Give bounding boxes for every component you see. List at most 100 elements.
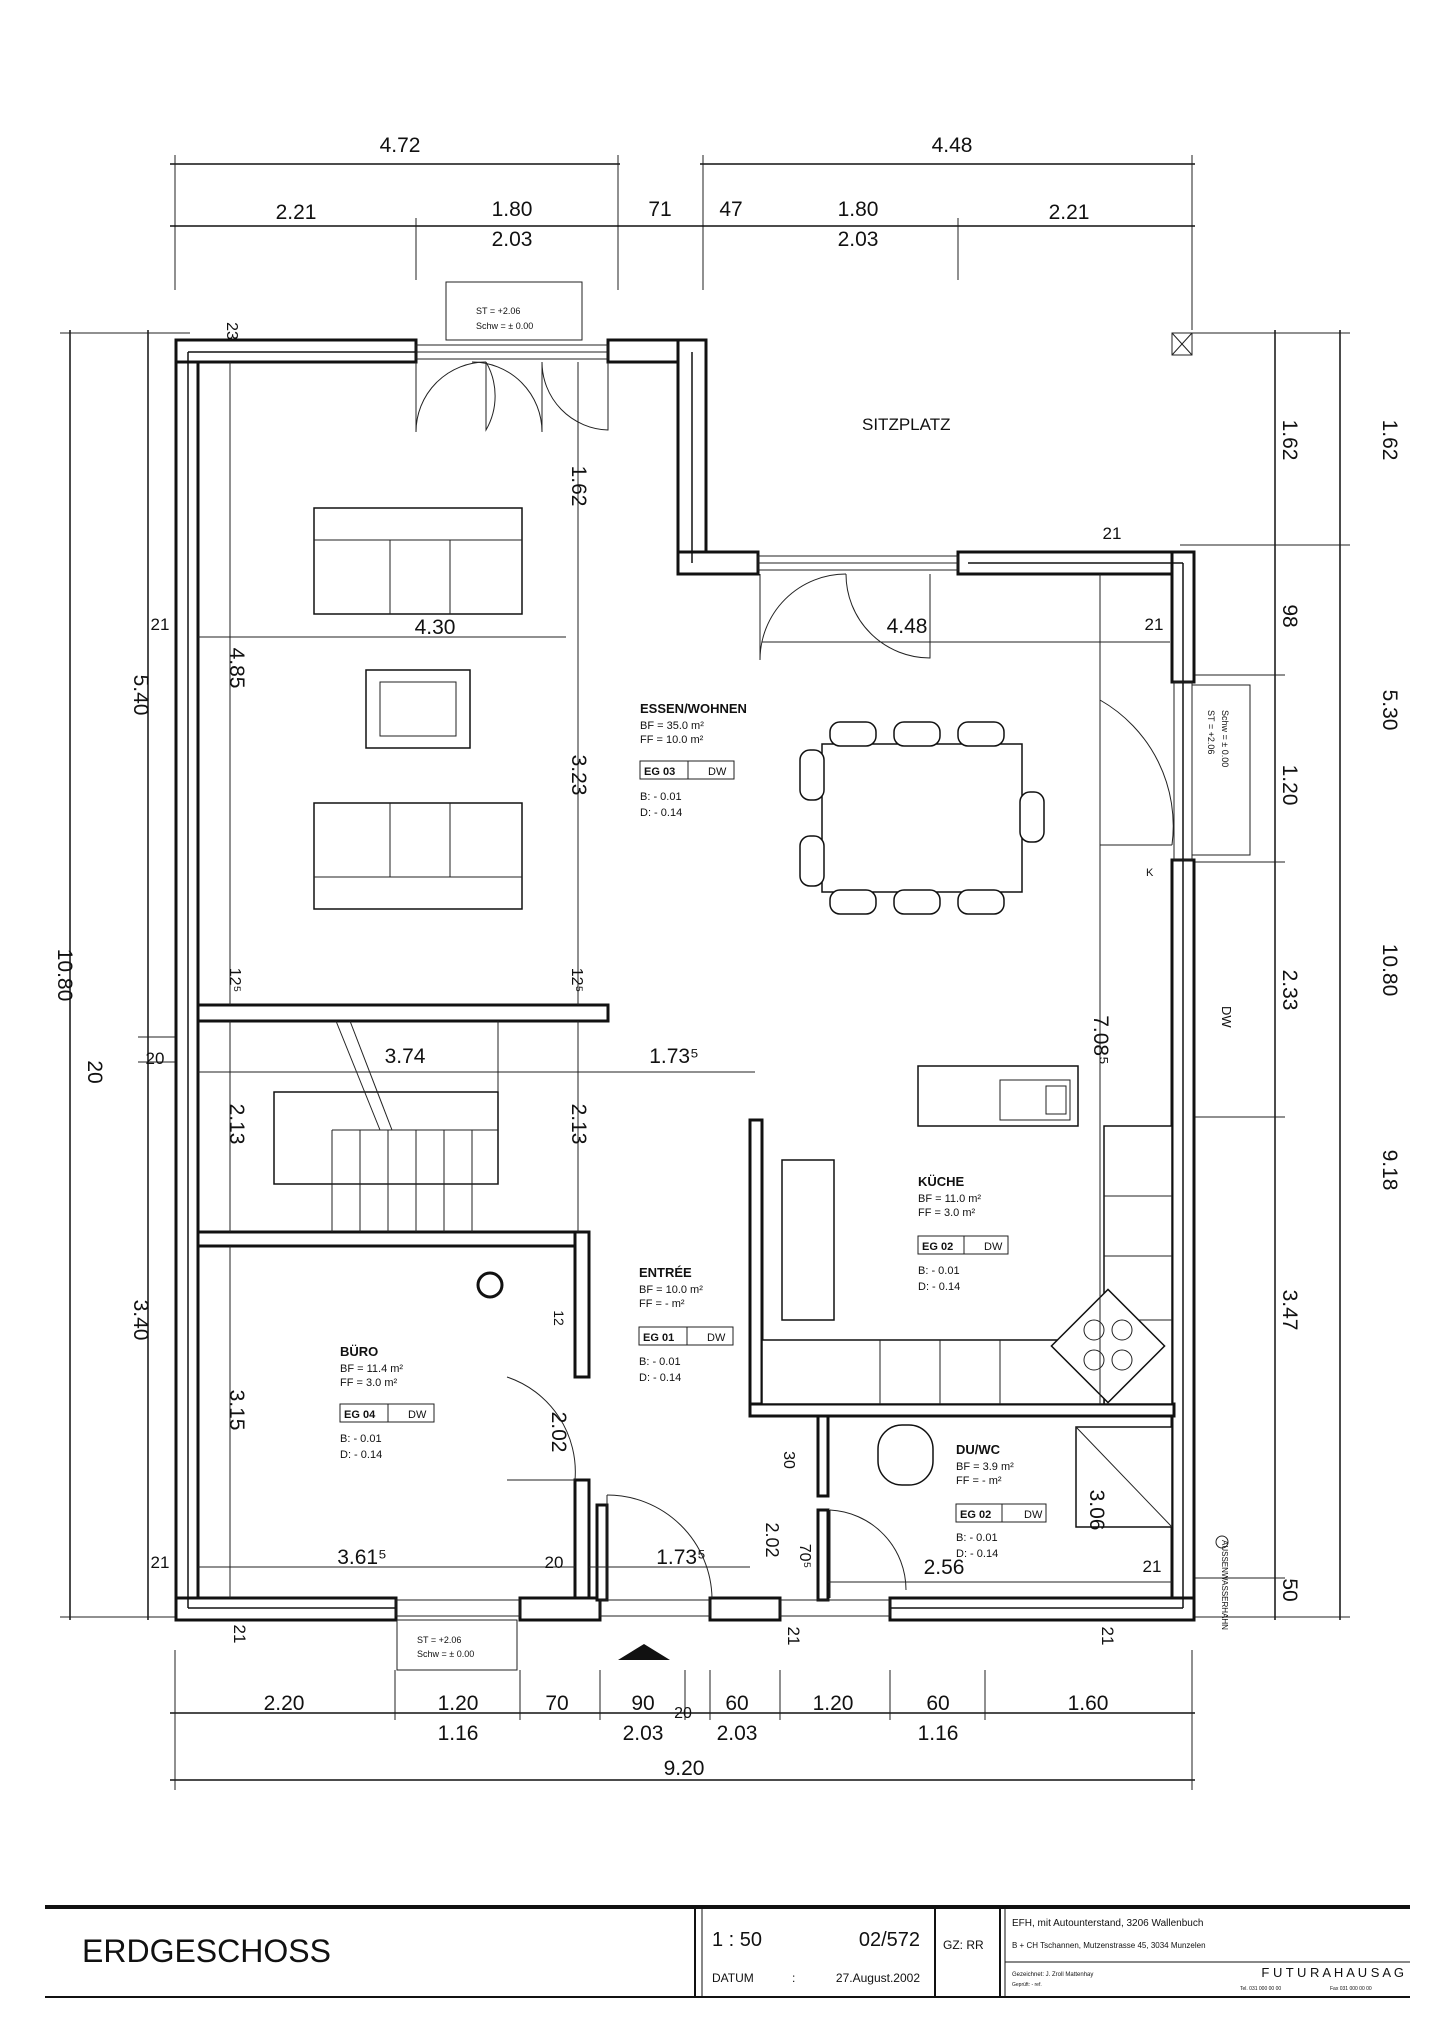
room-entree: ENTRÉE BF = 10.0 m² FF = - m² EG 01 DW B… [638,1265,734,1384]
num-21a: 21 [151,615,170,634]
num-23: 23 [223,322,240,340]
company-fax: Fax 031 000 00 00 [1330,1986,1372,1992]
num-20a: 20 [146,1049,165,1068]
dimension-lines: 4.72 4.48 2.21 1.80 2.03 71 47 1.80 2.03… [53,134,1401,1790]
dim-in-213a: 2.13 [225,1104,248,1145]
num-21f: 21 [230,1625,249,1644]
threshold-boxes: ST = +2.06 Schw = ± 0.00 ST = +2.06 Schw… [396,281,1251,1671]
dim-bot-e: 20 [674,1705,692,1722]
room-ff: FF = 10.0 m² [640,734,704,746]
dim-in-1735a: 1.73⁵ [649,1045,699,1068]
dim-top2-d: 47 [719,198,742,221]
project-name: EFH, mit Autounterstand, 3206 Wallenbuch [1012,1918,1203,1929]
dim-bot-i: 1.60 [1068,1692,1109,1715]
room-ff: FF = - m² [956,1475,1002,1487]
dim-top2-e2: 2.03 [838,228,879,251]
dim-bot-f2: 2.03 [717,1722,758,1745]
room-b: B: - 0.01 [918,1265,960,1277]
threshold-top-st: ST = +2.06 [476,306,520,316]
room-buero: BÜRO BF = 11.4 m² FF = 3.0 m² EG 04 DW B… [339,1344,435,1461]
datum-label: DATUM [712,1971,754,1985]
room-bf: BF = 11.4 m² [340,1363,403,1375]
label-sitzplatz: SITZPLATZ [862,415,950,434]
room-duwc: DU/WC BF = 3.9 m² FF = - m² EG 02 DW B: … [955,1442,1047,1560]
room-code: EG 02 [922,1241,953,1253]
label-kitchen-dw: DW [1219,1006,1234,1028]
gz-code: GZ: RR [943,1938,984,1952]
dim-bot-b: 1.20 [438,1692,479,1715]
dim-in-30: 30 [780,1451,797,1469]
room-floor: DW [408,1409,427,1421]
datum-separator: : [792,1971,795,1985]
label-kitchen-k: K [1146,867,1154,879]
room-bf: BF = 11.0 m² [918,1193,981,1205]
room-name: BÜRO [340,1344,378,1359]
dim-bot-a: 2.20 [264,1692,305,1715]
room-d: D: - 0.14 [639,1372,681,1384]
threshold-bot-schw: Schw = ± 0.00 [417,1649,474,1659]
dim-right-b: 5.30 [1378,690,1401,731]
room-b: B: - 0.01 [956,1532,998,1544]
room-floor: DW [707,1332,726,1344]
furniture [273,507,1173,1528]
dim-in-323: 3.23 [567,755,590,796]
threshold-bot-st: ST = +2.06 [417,1635,461,1645]
dim-in-430: 4.30 [415,616,456,639]
num-125b: 12⁵ [568,968,585,992]
doors [415,361,1174,1599]
room-essen-wohnen: ESSEN/WOHNEN BF = 35.0 m² FF = 10.0 m² E… [639,701,747,819]
dim-in-315: 3.15 [225,1390,248,1431]
dim-in-213b: 2.13 [567,1104,590,1145]
room-bf: BF = 3.9 m² [956,1461,1014,1473]
num-20b: 20 [545,1553,564,1572]
room-d: D: - 0.14 [956,1548,998,1560]
entrance-arrow-icon [618,1644,670,1660]
room-ff: FF = - m² [639,1298,685,1310]
dim-right-in-e: 3.47 [1278,1290,1301,1331]
num-125a: 12⁵ [226,968,243,992]
room-name: ENTRÉE [639,1265,692,1280]
drawing-title: ERDGESCHOSS [82,1933,331,1969]
threshold-right-st: ST = +2.06 [1206,710,1216,754]
dim-in-448: 4.48 [887,615,928,638]
dim-left-b: 20 [83,1060,106,1083]
dim-in-485: 4.85 [225,648,248,689]
dim-bot-g: 1.20 [813,1692,854,1715]
dim-right-in-c: 1.20 [1278,765,1301,806]
dim-in-202b: 2.02 [762,1522,782,1557]
dim-in-202a: 2.02 [547,1412,570,1453]
num-21e: 21 [1143,1557,1162,1576]
room-bf: BF = 10.0 m² [639,1284,703,1296]
room-bf: BF = 35.0 m² [640,720,704,732]
label-outlet: AUSSENWASSERHAHN [1220,1540,1229,1630]
dim-top2-c: 71 [648,198,671,221]
dim-right-in-d: 2.33 [1278,970,1301,1011]
dim-bot-c: 70 [545,1692,568,1715]
dim-in-162: 1.62 [567,466,590,507]
room-name: ESSEN/WOHNEN [640,701,747,716]
num-21d: 21 [151,1553,170,1572]
room-d: D: - 0.14 [340,1449,382,1461]
dim-right-outer: 10.80 [1378,944,1401,997]
room-ff: FF = 3.0 m² [918,1207,975,1219]
room-code: EG 01 [643,1332,674,1344]
dim-in-7085: 7.08⁵ [1089,1015,1112,1065]
dim-bot-d2: 2.03 [623,1722,664,1745]
room-b: B: - 0.01 [340,1433,382,1445]
dim-bot-d: 90 [631,1692,654,1715]
dim-left-c: 3.40 [129,1300,152,1341]
dim-right-in-f: 50 [1278,1578,1301,1601]
room-d: D: - 0.14 [918,1281,960,1293]
client-name: B + CH Tschannen, Mutzenstrasse 45, 3034… [1012,1941,1206,1950]
threshold-right-schw: Schw = ± 0.00 [1220,710,1230,767]
room-floor: DW [984,1241,1003,1253]
num-21b: 21 [1103,524,1122,543]
checked-by: Geprüft: - ref. [1012,1982,1042,1988]
room-floor: DW [1024,1509,1043,1521]
dim-top-left: 4.72 [380,134,421,157]
drawn-by: Gezeichnet: J. Zroll Mattenhay [1012,1972,1093,1978]
room-floor: DW [708,766,727,778]
dim-left-outer: 10.80 [53,949,76,1002]
dim-in-705: 70⁵ [796,1544,813,1568]
